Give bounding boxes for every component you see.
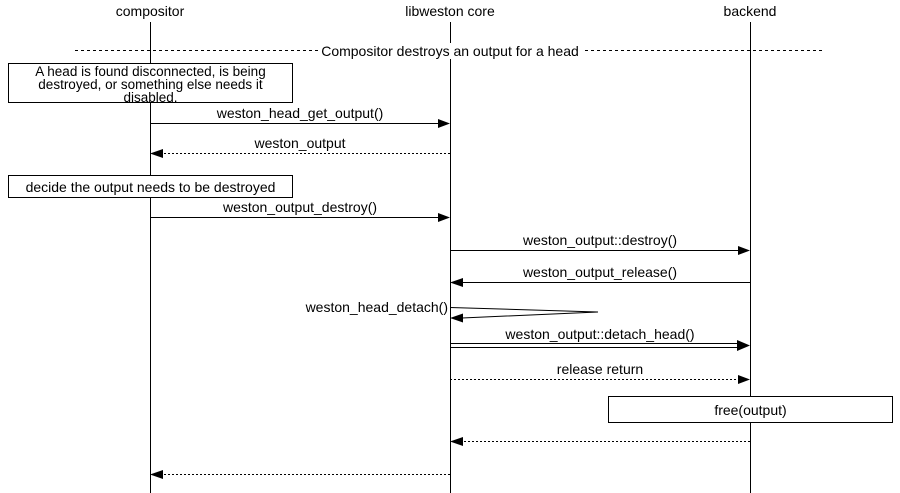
arrowhead-weston-output-return bbox=[150, 149, 163, 158]
divider: Compositor destroys an output for a head bbox=[0, 43, 900, 59]
arrowhead-weston-head-get-output bbox=[438, 119, 450, 128]
free-output-box: free(output) bbox=[608, 396, 893, 423]
actor-label-backend: backend bbox=[723, 3, 777, 19]
arrowhead-weston-output-destroy-vfunc bbox=[738, 246, 750, 255]
message-label-weston-output: weston_output bbox=[254, 135, 346, 151]
arrowhead-weston-output-release bbox=[450, 278, 463, 287]
message-label-weston-output-release: weston_output_release() bbox=[522, 264, 678, 280]
arrowhead-weston-head-detach bbox=[450, 313, 463, 323]
arrowhead-free-return bbox=[450, 437, 463, 446]
message-label-weston-head-get-output: weston_head_get_output() bbox=[216, 105, 384, 121]
arrow-weston-head-detach-selfloop bbox=[449, 307, 599, 319]
actor-label-libweston-core: libweston core bbox=[405, 3, 495, 19]
message-label-release-return: release return bbox=[556, 361, 644, 377]
arrowhead-release-return bbox=[738, 375, 750, 384]
message-label-weston-output-detach-head: weston_output::detach_head() bbox=[505, 326, 695, 342]
message-label-weston-output-destroy-vfunc: weston_output::destroy() bbox=[522, 232, 678, 248]
divider-label: Compositor destroys an output for a head bbox=[318, 43, 582, 59]
message-label-weston-output-destroy: weston_output_destroy() bbox=[222, 199, 378, 215]
arrowhead-destroy-return bbox=[150, 470, 163, 479]
arrowhead-weston-output-destroy bbox=[438, 213, 450, 222]
actor-label-compositor: compositor bbox=[115, 3, 185, 19]
note-head-disconnected: A head is found disconnected, is being d… bbox=[8, 63, 293, 105]
note-head-disconnected-line1: A head is found disconnected, is being bbox=[35, 64, 266, 79]
note-decide-destroy: decide the output needs to be destroyed bbox=[8, 175, 293, 198]
note-head-disconnected-line3: disabled. bbox=[123, 90, 178, 105]
message-label-weston-head-detach: weston_head_detach() bbox=[305, 299, 448, 315]
arrowhead-weston-output-detach-head bbox=[737, 340, 750, 351]
note-head-disconnected-line2: destroyed, or something else needs it bbox=[38, 77, 263, 92]
